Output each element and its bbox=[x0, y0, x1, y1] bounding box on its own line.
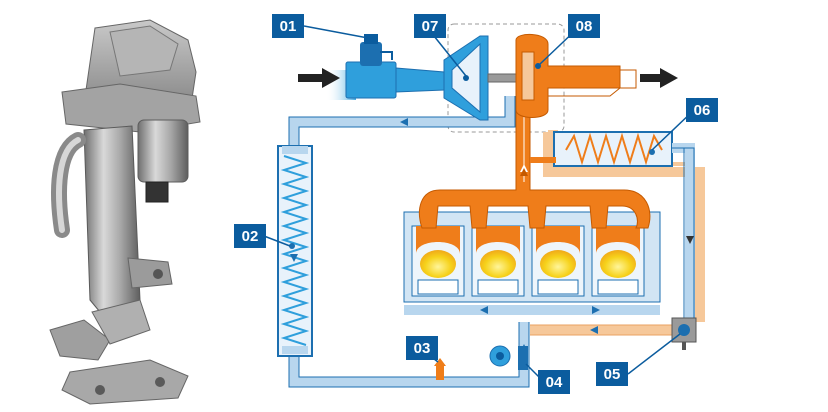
turbo-shaft bbox=[487, 73, 517, 83]
intake-arrow-icon bbox=[298, 68, 340, 88]
radiator bbox=[277, 145, 313, 357]
number-label-08: 08 bbox=[568, 14, 600, 38]
engine-cylinder bbox=[471, 225, 525, 297]
label-box bbox=[538, 370, 570, 394]
turbo-turbine bbox=[515, 34, 621, 118]
number-label-01: 01 bbox=[272, 14, 304, 38]
number-label-05: 05 bbox=[596, 362, 628, 386]
combustion-flame-icon bbox=[420, 250, 456, 278]
thermostat bbox=[671, 317, 697, 350]
label-box bbox=[568, 14, 600, 38]
label-text: 01 bbox=[280, 18, 297, 35]
label-text: 05 bbox=[604, 366, 621, 383]
label-text: 02 bbox=[242, 228, 259, 245]
turbo-compressor bbox=[443, 35, 489, 121]
label-box bbox=[686, 98, 718, 122]
egr-module-photo bbox=[49, 19, 201, 405]
exhaust-arrow-icon bbox=[640, 68, 678, 88]
label-text: 06 bbox=[694, 102, 711, 119]
number-label-04: 04 bbox=[538, 370, 570, 394]
label-box bbox=[406, 336, 438, 360]
label-text: 07 bbox=[422, 18, 439, 35]
number-label-02: 02 bbox=[234, 224, 266, 248]
combustion-flame-icon bbox=[600, 250, 636, 278]
coolant-return-right bbox=[672, 143, 695, 322]
exhaust-outlet bbox=[548, 66, 637, 97]
label-box bbox=[234, 224, 266, 248]
number-label-03: 03 bbox=[406, 336, 438, 360]
engine-cylinder bbox=[591, 225, 645, 297]
label-text: 08 bbox=[576, 18, 593, 35]
coolant-pump bbox=[489, 345, 528, 370]
label-text: 04 bbox=[546, 374, 563, 391]
intake-air-path bbox=[326, 34, 445, 100]
number-label-07: 07 bbox=[414, 14, 446, 38]
engine-block bbox=[403, 211, 661, 303]
number-labels: 01 02 03 04 05 06 07 08 bbox=[234, 14, 718, 394]
label-box bbox=[414, 14, 446, 38]
combustion-flame-icon bbox=[540, 250, 576, 278]
label-box bbox=[596, 362, 628, 386]
engine-cylinder bbox=[531, 225, 585, 297]
engine-cylinder bbox=[411, 225, 465, 297]
combustion-flame-icon bbox=[480, 250, 516, 278]
number-label-06: 06 bbox=[686, 98, 718, 122]
temperature-sensor bbox=[434, 358, 446, 380]
label-box bbox=[272, 14, 304, 38]
label-text: 03 bbox=[414, 340, 431, 357]
egr-cooler bbox=[553, 131, 673, 167]
